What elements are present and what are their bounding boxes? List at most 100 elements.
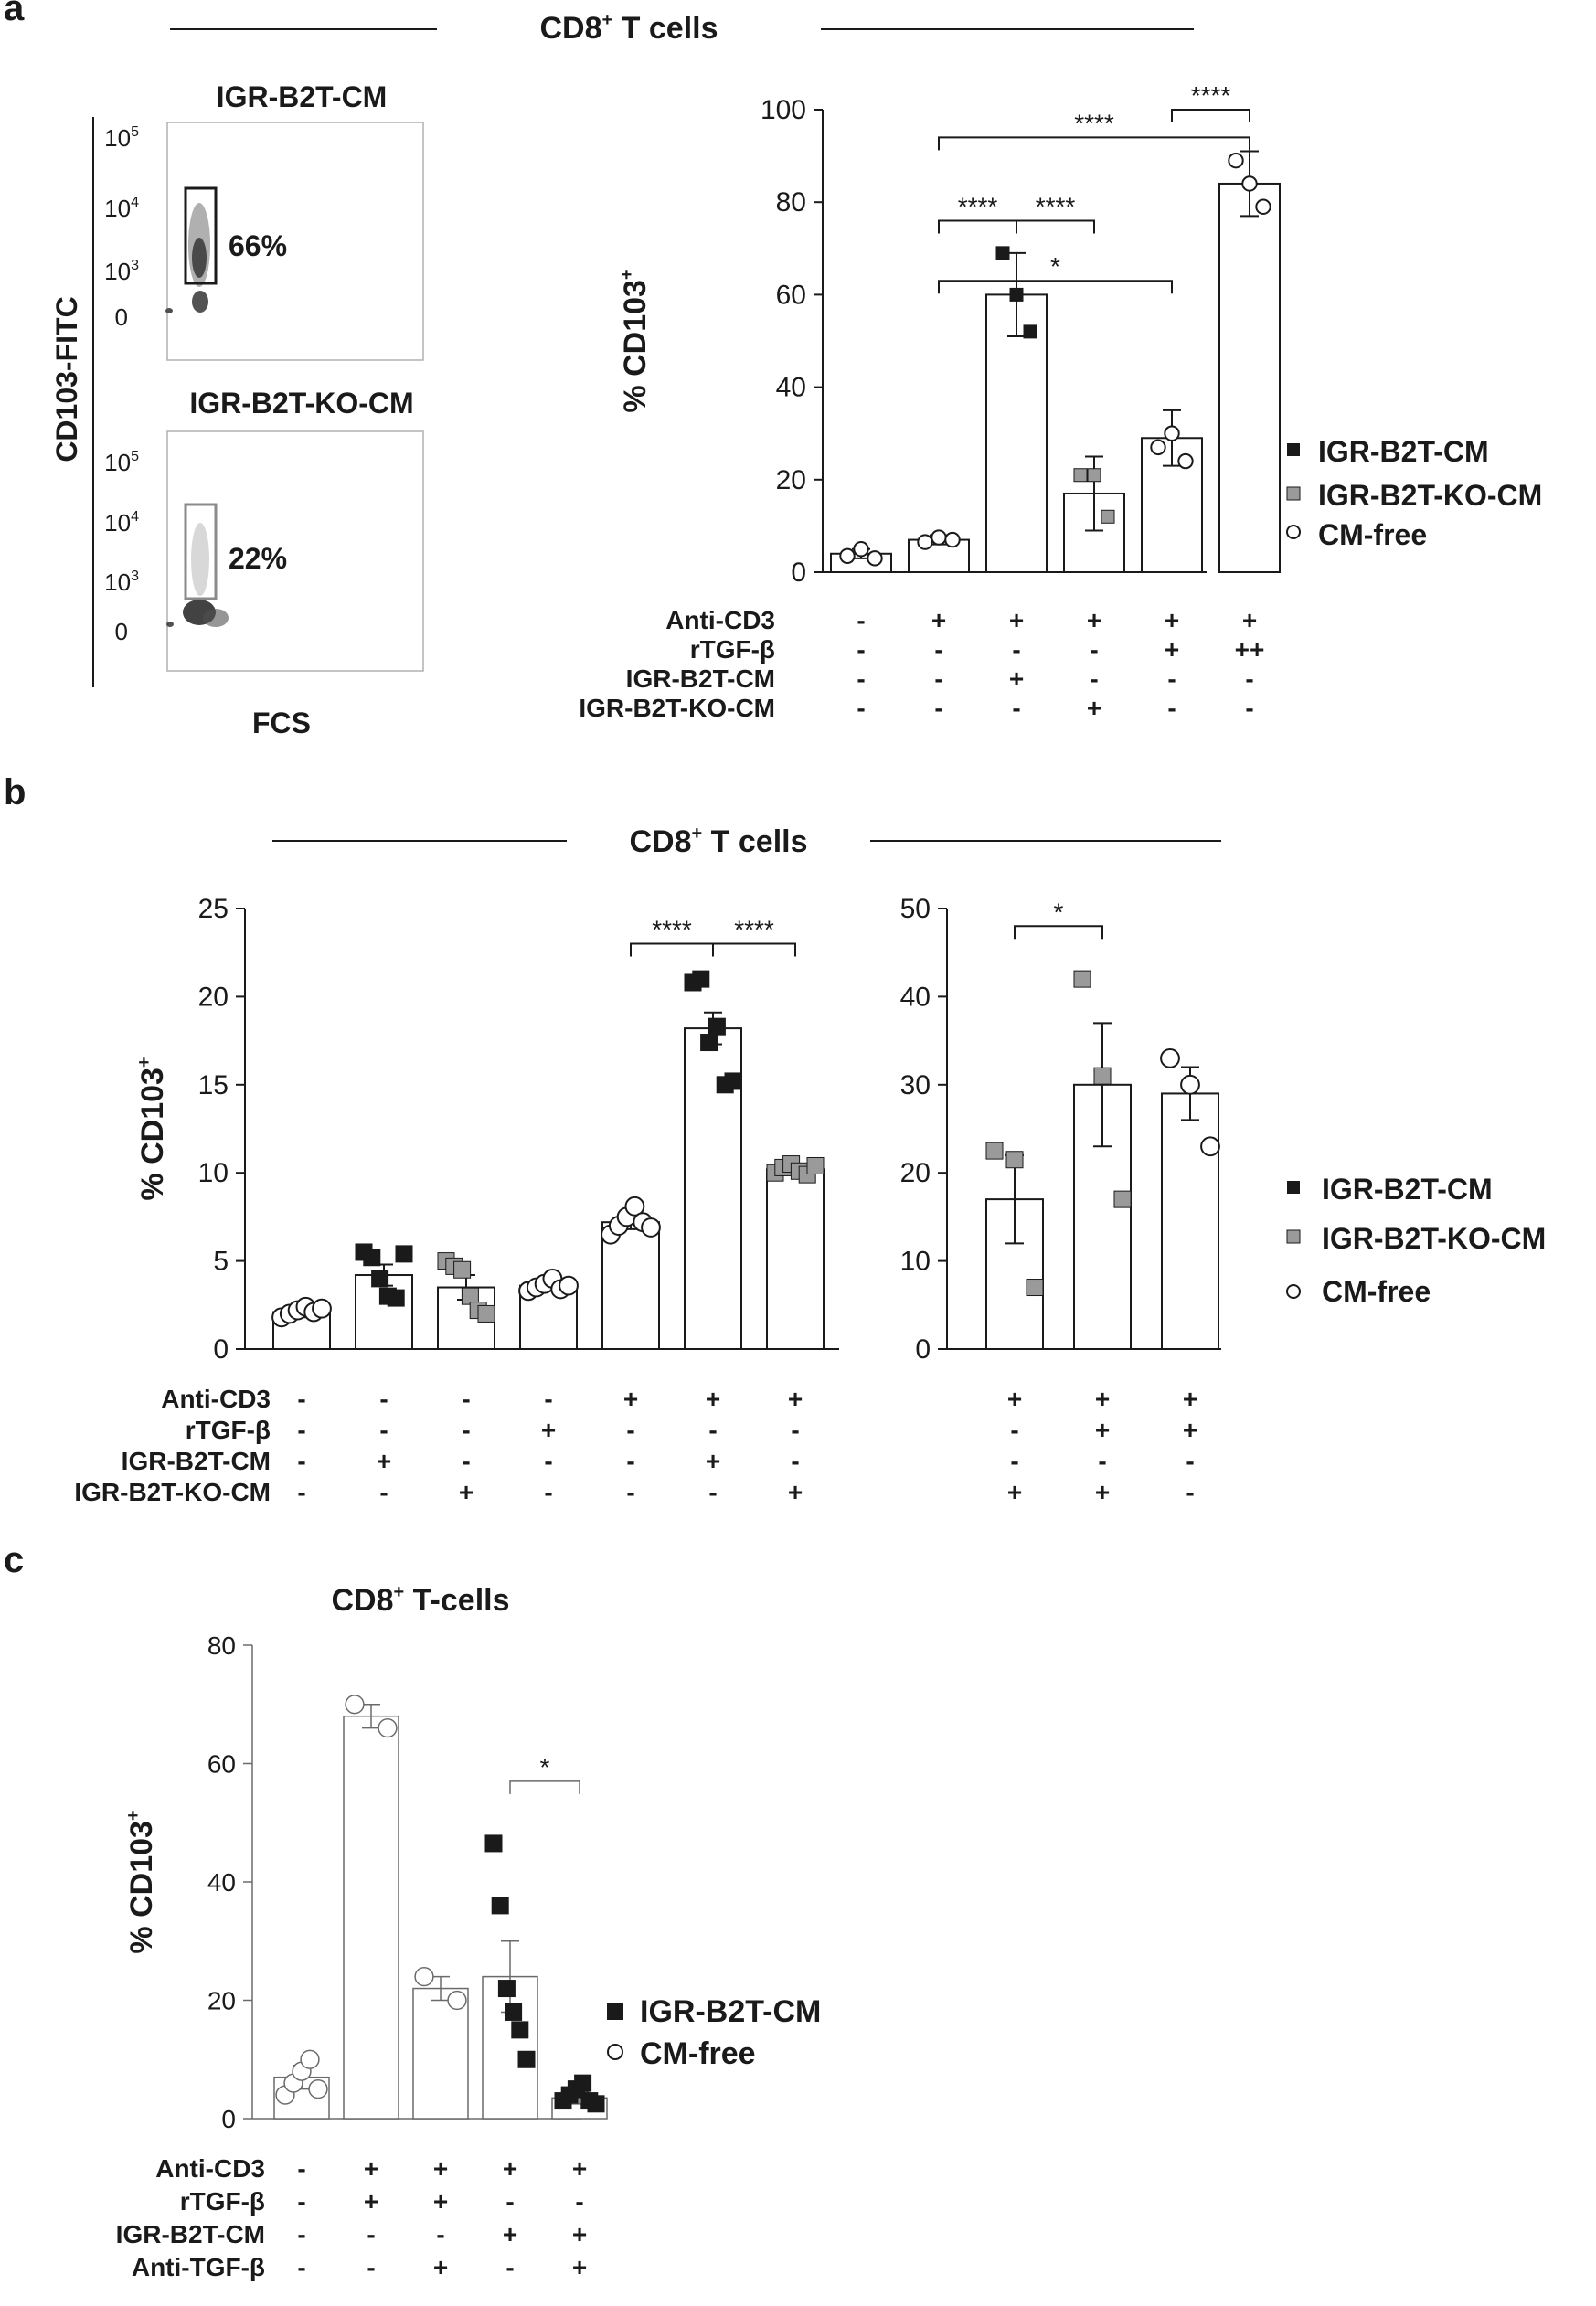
condition-value: - bbox=[1245, 694, 1253, 722]
condition-label: IGR-B2T-KO-CM bbox=[579, 694, 775, 722]
condition-value: - bbox=[1090, 664, 1098, 693]
condition-value: - bbox=[934, 694, 942, 722]
legend-a-label: IGR-B2T-KO-CM bbox=[1318, 479, 1542, 512]
condition-value: + bbox=[1007, 1478, 1022, 1506]
legend-b-marker-square-black bbox=[1287, 1181, 1300, 1194]
condition-value: - bbox=[708, 1416, 717, 1444]
flow-plot-1-frame bbox=[166, 122, 424, 361]
flow-plot-2-tick: 0 bbox=[115, 618, 128, 645]
condition-value: - bbox=[1010, 1416, 1018, 1444]
significance-label: * bbox=[1054, 898, 1064, 926]
condition-value: - bbox=[1186, 1478, 1194, 1506]
flow-plot-2-tick: 104 bbox=[104, 509, 139, 537]
condition-value: + bbox=[1242, 606, 1257, 634]
condition-value: - bbox=[297, 2253, 305, 2281]
flow-plot-2-title: IGR-B2T-KO-CM bbox=[189, 387, 413, 420]
condition-value: + bbox=[1007, 1385, 1022, 1413]
condition-value: + bbox=[459, 1478, 473, 1506]
condition-value: + bbox=[433, 2253, 448, 2281]
panel-b-letter: b bbox=[4, 772, 26, 813]
bar bbox=[1218, 182, 1281, 574]
significance-label: **** bbox=[652, 916, 692, 944]
flow-plot-2-tick: 105 bbox=[104, 449, 139, 476]
data-point bbox=[708, 1017, 726, 1036]
y-tick-label: 20 bbox=[776, 465, 806, 495]
condition-value: - bbox=[436, 2220, 444, 2248]
condition-value: - bbox=[462, 1385, 470, 1413]
data-point bbox=[1113, 1190, 1132, 1208]
condition-value: - bbox=[1245, 664, 1253, 693]
significance-label: * bbox=[1050, 252, 1060, 281]
condition-value: - bbox=[297, 2220, 305, 2248]
condition-value: + bbox=[1087, 606, 1101, 634]
condition-value: - bbox=[462, 1416, 470, 1444]
panel-b-header: CD8+ T cells bbox=[630, 824, 808, 859]
condition-value: - bbox=[934, 664, 942, 693]
data-point bbox=[1160, 1047, 1180, 1068]
panel-a-legend: IGR-B2T-CM IGR-B2T-KO-CM CM-free bbox=[1286, 435, 1542, 551]
data-point bbox=[1150, 439, 1166, 456]
y-tick-label: 0 bbox=[213, 1334, 229, 1365]
y-tick-label: 40 bbox=[900, 982, 931, 1012]
bar bbox=[985, 293, 1048, 573]
significance-bracket bbox=[938, 280, 1173, 294]
data-point bbox=[917, 534, 933, 550]
significance-bracket bbox=[509, 1780, 580, 1794]
flow-plot-1-ticks: 105 104 103 0 bbox=[104, 124, 139, 331]
legend-a-label: CM-free bbox=[1318, 518, 1427, 551]
condition-value: - bbox=[934, 635, 942, 664]
data-point bbox=[447, 1990, 467, 2011]
y-tick-label: 100 bbox=[761, 95, 806, 125]
condition-value: - bbox=[575, 2187, 583, 2216]
y-tick-label: 20 bbox=[207, 1987, 236, 2015]
data-point bbox=[700, 1034, 718, 1052]
bar bbox=[355, 1274, 413, 1351]
flow-plot-2-percent: 22% bbox=[229, 542, 287, 575]
condition-value: - bbox=[1012, 635, 1020, 664]
condition-value: - bbox=[1167, 694, 1176, 722]
data-point bbox=[1241, 175, 1258, 192]
bar bbox=[1063, 492, 1125, 573]
condition-value: - bbox=[791, 1447, 799, 1475]
data-point bbox=[1073, 468, 1088, 483]
data-point bbox=[484, 1834, 503, 1853]
flow-plot-1-density bbox=[165, 203, 210, 313]
flow-plot-1-tick: 103 bbox=[104, 258, 139, 285]
condition-value: - bbox=[626, 1478, 634, 1506]
condition-value: + bbox=[1165, 606, 1179, 634]
y-tick-label: 0 bbox=[791, 558, 806, 588]
data-point bbox=[308, 2078, 328, 2099]
condition-value: - bbox=[1090, 635, 1098, 664]
legend-b-marker-square-gray bbox=[1286, 1229, 1301, 1244]
condition-value: - bbox=[857, 606, 865, 634]
data-point bbox=[624, 1196, 645, 1217]
data-point bbox=[692, 970, 710, 988]
y-tick-label: 15 bbox=[198, 1070, 229, 1100]
condition-value: ++ bbox=[1235, 635, 1265, 664]
legend-b-marker-circle-open bbox=[1286, 1284, 1301, 1299]
data-point bbox=[995, 246, 1010, 260]
legend-a-marker-circle-open bbox=[1286, 525, 1301, 539]
condition-value: - bbox=[297, 1385, 305, 1413]
condition-value: - bbox=[1010, 1447, 1018, 1475]
flow-plots: CD103-FITC FCS IGR-B2T-CM 105 104 103 0 … bbox=[50, 80, 424, 739]
panel-a: a CD8+ T cells CD103-FITC FCS IGR-B2T-CM… bbox=[4, 0, 1542, 739]
significance-label: **** bbox=[1191, 81, 1231, 110]
condition-value: + bbox=[788, 1385, 803, 1413]
condition-value: + bbox=[572, 2154, 587, 2183]
y-tick-label: 40 bbox=[776, 373, 806, 403]
condition-value: - bbox=[1186, 1447, 1194, 1475]
data-point bbox=[453, 1260, 472, 1279]
significance-label: **** bbox=[1074, 109, 1114, 137]
data-point bbox=[395, 1245, 413, 1263]
data-point bbox=[641, 1217, 661, 1238]
condition-value: + bbox=[1095, 1416, 1110, 1444]
condition-value: - bbox=[857, 664, 865, 693]
legend-b-label: IGR-B2T-CM bbox=[1322, 1173, 1493, 1206]
significance-bracket bbox=[630, 942, 714, 957]
y-tick-label: 40 bbox=[207, 1868, 236, 1897]
data-point bbox=[1073, 970, 1091, 988]
